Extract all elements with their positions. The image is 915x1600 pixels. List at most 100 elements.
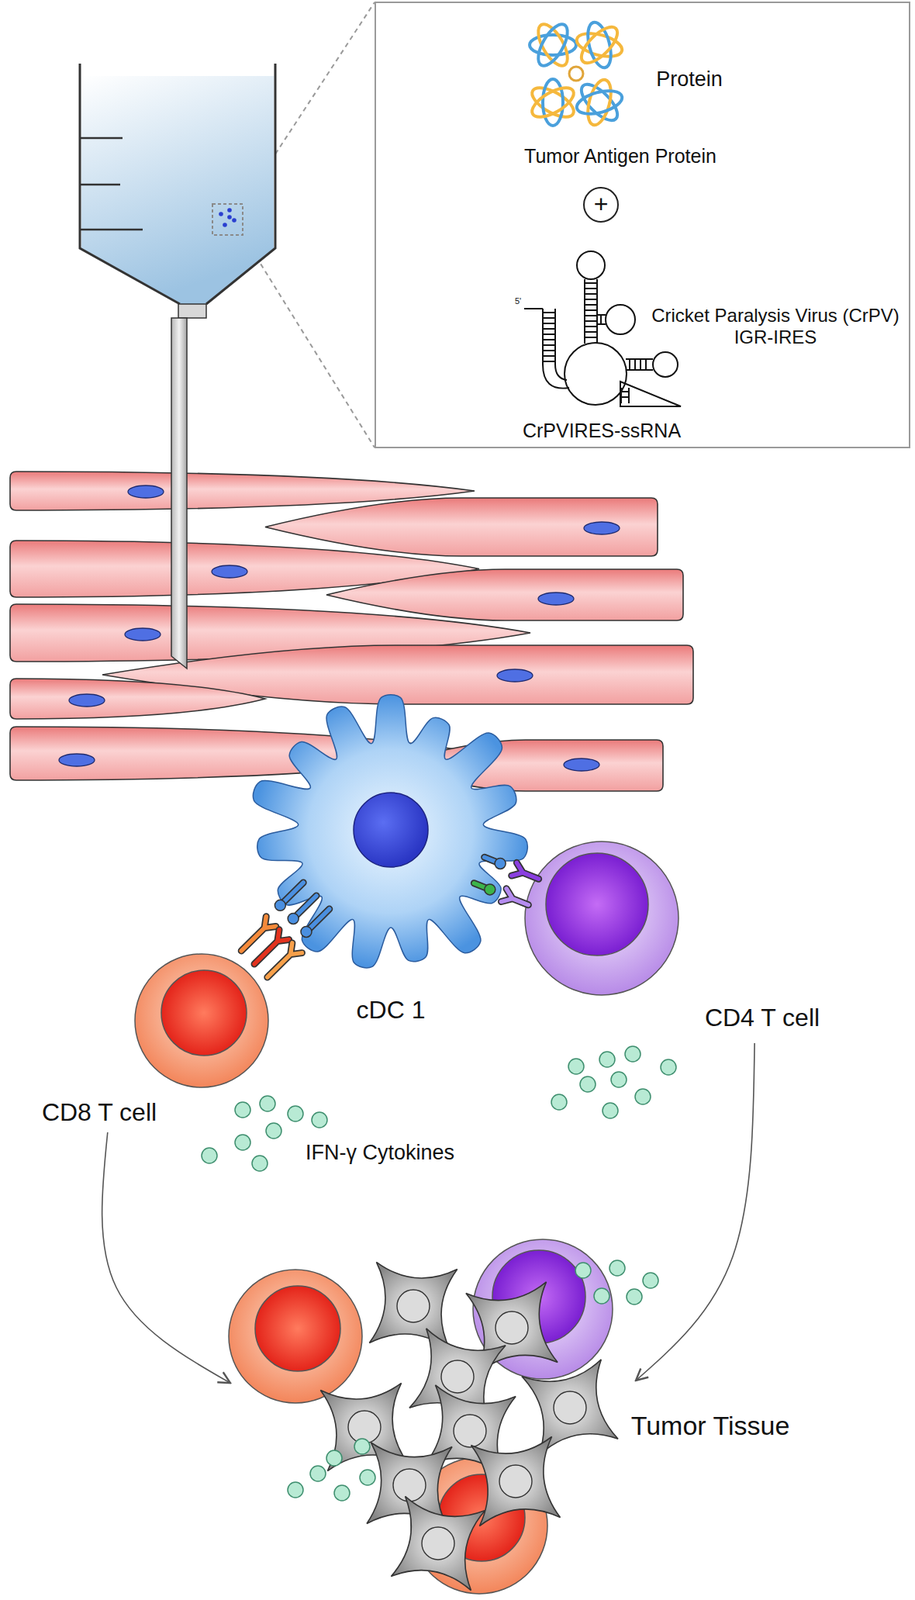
cytokine-dot xyxy=(580,1076,596,1092)
particle-dot xyxy=(227,207,232,213)
receptor-outline xyxy=(267,942,303,978)
receptor-ligand xyxy=(484,883,496,895)
tumor-cell xyxy=(470,1436,560,1526)
rna-loop xyxy=(605,304,636,335)
graduation-mark xyxy=(79,228,143,232)
cytokine-dot xyxy=(611,1071,627,1088)
cytokine-dot xyxy=(354,1438,370,1454)
cytokine-dot xyxy=(575,1262,591,1278)
cell-label: CD8 T cell xyxy=(41,1098,157,1127)
cytokine-dot xyxy=(201,1147,218,1164)
particle-dot xyxy=(231,217,237,223)
rna-loop xyxy=(576,251,605,280)
protein-strand xyxy=(574,86,625,119)
cd8-t-cell-body xyxy=(228,1269,363,1403)
cytokine-dot xyxy=(642,1272,659,1288)
cytokine-dot xyxy=(626,1288,643,1305)
cd8-t-cell-body xyxy=(134,953,269,1088)
cd4-t-cell: CD4 T cell xyxy=(524,841,853,1043)
particle-dot xyxy=(222,222,228,228)
cell-nucleus xyxy=(553,1391,587,1424)
receptor xyxy=(267,942,303,978)
cell-nucleus xyxy=(453,1414,487,1447)
cell-label: cDC 1 xyxy=(356,995,426,1025)
protein-strand xyxy=(583,77,616,128)
receptor-ligand xyxy=(494,857,506,869)
graduation-mark xyxy=(79,183,121,187)
cytokine-dot xyxy=(287,1481,304,1498)
protein-strand xyxy=(528,82,579,124)
cell-nucleus xyxy=(255,1285,341,1371)
cell-nucleus xyxy=(161,970,247,1056)
receptor-synapse xyxy=(241,856,539,978)
muscle-fibre xyxy=(265,497,658,556)
muscle-nucleus xyxy=(563,758,600,771)
cytokine-dot xyxy=(568,1058,584,1074)
cytokine-dot xyxy=(624,1046,641,1062)
dendritic-cell-drawing xyxy=(252,694,528,968)
iv-bag xyxy=(79,63,276,669)
bag-outline xyxy=(79,63,276,304)
receptor xyxy=(511,862,539,879)
protein-strand xyxy=(569,66,584,81)
cytokine-dot xyxy=(326,1450,342,1466)
tumor-tissue: Tumor Tissue xyxy=(230,1240,636,1596)
protein-strand xyxy=(542,79,563,126)
rna-stem xyxy=(542,308,556,365)
cytokine-dot xyxy=(234,1101,251,1118)
muscle-fibre xyxy=(10,678,266,719)
receptor-ligand xyxy=(287,912,299,924)
cell-label: CD4 T cell xyxy=(704,1003,820,1033)
protein-strand xyxy=(532,20,574,71)
sample-box xyxy=(212,203,243,235)
cytokine-dot xyxy=(234,1134,251,1150)
receptor xyxy=(500,888,529,905)
muscle-fibre xyxy=(326,569,684,621)
five-prime-mark: 5' xyxy=(514,296,522,307)
muscle-nucleus xyxy=(497,669,533,682)
cytokine-label: IFN-γ Cytokines xyxy=(305,1140,455,1165)
bag-port xyxy=(178,303,207,318)
tumor-cell xyxy=(369,1261,457,1350)
muscle-nucleus xyxy=(58,753,95,767)
plus-circle xyxy=(583,187,619,222)
tumor-drawing xyxy=(228,1239,619,1594)
protein-strand xyxy=(529,34,577,56)
rna-stem xyxy=(584,279,598,344)
cytokine-dot xyxy=(310,1465,326,1482)
antigen-label: Tumor Antigen Protein xyxy=(524,145,717,168)
cytokine-dot xyxy=(593,1287,610,1304)
protein-strand xyxy=(576,79,624,127)
cytokine-dot xyxy=(599,1051,615,1067)
cytokines xyxy=(201,1046,677,1501)
rna-label: CrPVIRES-ssRNA xyxy=(522,419,681,442)
cd8-t-cell: CD8 T cell xyxy=(23,952,272,1133)
rna-structure xyxy=(524,251,681,407)
rna-strand xyxy=(524,307,543,310)
cell-nucleus xyxy=(499,1464,532,1498)
muscle-nucleus xyxy=(69,694,105,707)
rna-pseudoknot xyxy=(620,381,681,407)
curved-arrow xyxy=(635,1042,755,1381)
cell-nucleus xyxy=(441,1360,474,1393)
t-cells xyxy=(134,841,679,1088)
cytokine-dot xyxy=(252,1155,268,1171)
bag-fluid xyxy=(81,75,274,304)
muscle-nucleus xyxy=(124,628,161,641)
plus-sign: + xyxy=(593,189,609,219)
protein-strand xyxy=(532,20,574,71)
cytokine-dot xyxy=(635,1088,651,1105)
cytokine-dot xyxy=(359,1469,376,1485)
tumor-cell xyxy=(390,1495,485,1590)
cell-nucleus xyxy=(495,1311,529,1344)
cytokine-dot xyxy=(334,1484,350,1501)
cytokine-dot xyxy=(602,1102,619,1119)
leader-line xyxy=(242,234,375,448)
cytokine-dot xyxy=(287,1105,304,1122)
needle xyxy=(171,317,187,669)
rna-source-label: Cricket Paralysis Virus (CrPV) IGR-IRES xyxy=(645,304,906,348)
cytokine-dot xyxy=(660,1059,677,1075)
